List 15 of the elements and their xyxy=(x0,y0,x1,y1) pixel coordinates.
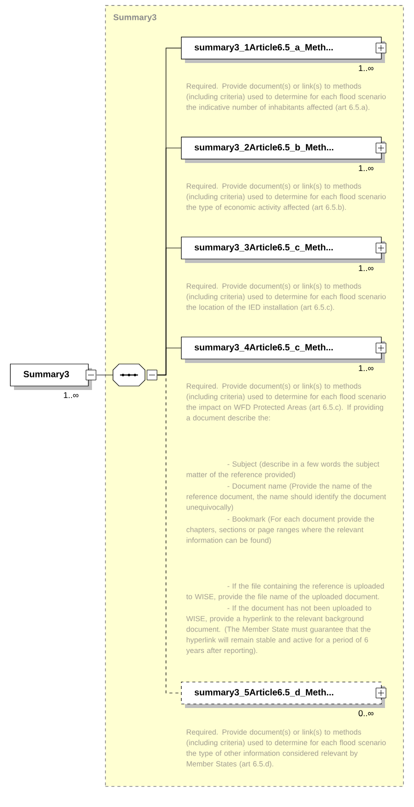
cardinality-label: 1..∞ xyxy=(358,65,374,72)
cardinality-label: 1..∞ xyxy=(358,265,374,272)
element-box: summary3_4Article6.5_c_Meth... xyxy=(181,336,386,360)
element-box: summary3_2Article6.5_b_Meth... xyxy=(181,136,386,160)
sequence-compositor xyxy=(112,364,158,386)
cardinality-label: 1..∞ xyxy=(358,165,374,172)
cardinality-label: 1..∞ xyxy=(358,365,374,372)
cardinality-label: 1..∞ xyxy=(64,392,78,398)
element-box: summary3_1Article6.5_a_Meth... xyxy=(181,36,386,60)
element-box: Summary3 xyxy=(10,364,96,386)
connector-line xyxy=(157,348,182,376)
element-box: summary3_3Article6.5_c_Meth... xyxy=(181,236,386,260)
cardinality-label: 0..∞ xyxy=(358,710,374,716)
element-box: summary3_5Article6.5_d_Meth... xyxy=(181,682,386,704)
connector-line xyxy=(96,374,114,376)
